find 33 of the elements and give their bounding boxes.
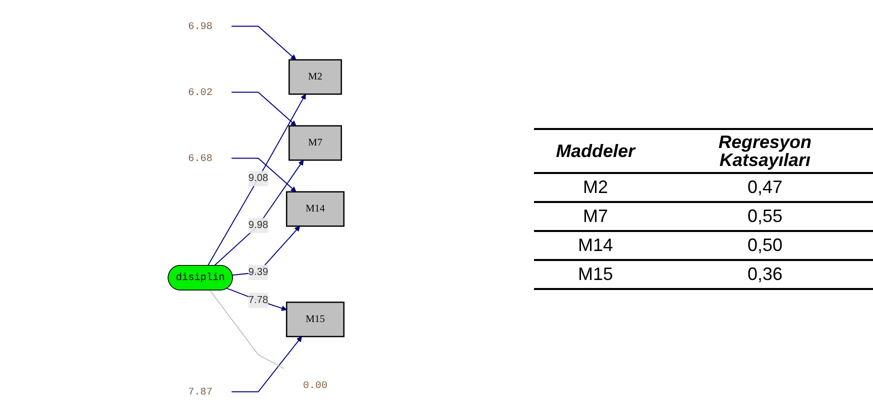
table-cell: 0,55 [657, 202, 873, 231]
arrow [230, 26, 296, 60]
connector [209, 290, 284, 370]
node-text: 6.98 [188, 20, 212, 32]
node-text: 0.00 [302, 380, 328, 392]
table-cell: 0,50 [657, 231, 873, 260]
node-box [286, 191, 344, 227]
table-cell: 0,47 [657, 173, 873, 202]
arrow [230, 336, 302, 392]
edge-label: 9.08 [248, 172, 268, 184]
edge-label: 9.39 [248, 266, 268, 278]
table-cell: M2 [534, 173, 658, 202]
edge-label: 7.78 [248, 294, 268, 306]
table-cell: 0,36 [657, 260, 873, 289]
node-box [286, 302, 344, 338]
node-box [288, 125, 342, 161]
arrow [230, 158, 296, 192]
column-header: Maddeler [534, 129, 658, 173]
node-text: 7.87 [188, 386, 212, 398]
table-cell: M15 [534, 260, 658, 289]
arrow [226, 288, 287, 311]
edge-label: 9.98 [248, 220, 268, 231]
table-cell: M7 [534, 202, 658, 231]
node-text: 6.68 [188, 152, 212, 164]
table-cell: M14 [534, 231, 658, 260]
arrow [232, 226, 300, 276]
node-box [288, 59, 342, 95]
arrow [214, 160, 304, 266]
path-diagram: 9.08 9.98 9.39 7.78 6.98 M2 6.02 M7 6.68 M14 7.87 M15 disiplin 0.00 [162, 4, 352, 414]
arrow [230, 92, 296, 126]
arrow [207, 94, 306, 266]
column-header: Regresyon Katsayıları [657, 129, 873, 173]
node-text: 6.02 [188, 86, 212, 98]
